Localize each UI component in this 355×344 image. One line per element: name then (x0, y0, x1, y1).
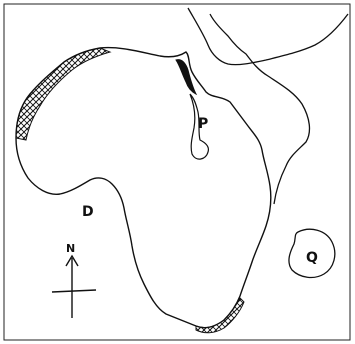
label-q: Q (306, 250, 318, 266)
hatched-coast-west (15, 47, 112, 141)
continent-outline (15, 46, 272, 329)
label-d: D (82, 204, 94, 220)
compass-north-label: N (66, 242, 75, 255)
compass-horizontal-line (51, 289, 97, 293)
lake-p (189, 93, 209, 160)
compass: N (51, 242, 97, 318)
dark-inlet (175, 59, 198, 96)
label-p: P (198, 116, 208, 132)
coastline-northeast (209, 13, 311, 205)
north-arrow-icon (65, 254, 79, 267)
map-frame (3, 3, 351, 341)
island-q (288, 228, 336, 279)
hatched-coast-south (195, 297, 245, 334)
coastline-north (187, 7, 349, 66)
